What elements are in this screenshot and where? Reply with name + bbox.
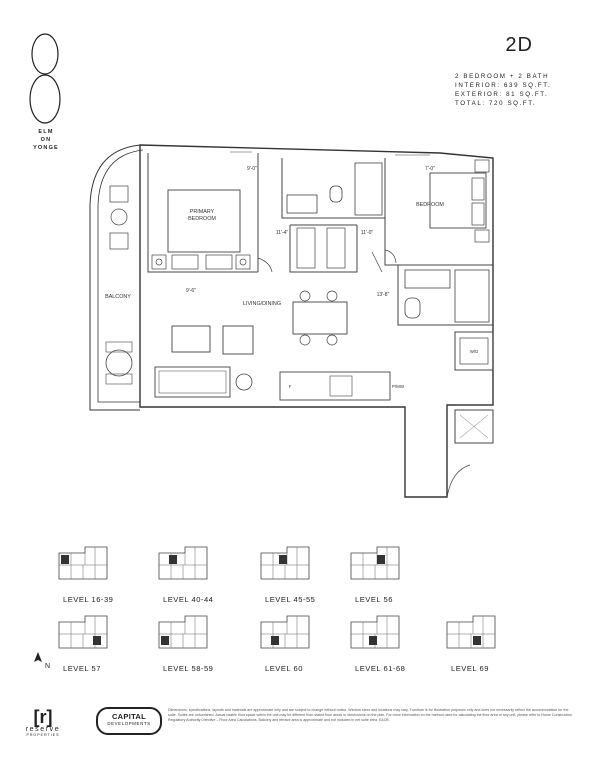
key-plan-1	[158, 546, 208, 580]
dim-closet-left: 11'-4"	[276, 230, 289, 236]
primary-bedroom-label-2: BEDROOM	[188, 216, 216, 222]
elm-on-yonge-logo-icon	[29, 33, 61, 124]
exterior-wall	[139, 144, 494, 498]
vanity-1	[286, 194, 318, 214]
key-plan-6	[260, 615, 310, 649]
brand-line-2: ON	[40, 137, 52, 143]
primary-bedroom-walls	[147, 153, 259, 273]
key-plan-5	[158, 615, 208, 649]
dining-table	[292, 301, 348, 335]
toilet-1	[329, 185, 343, 203]
closet2-walls	[454, 404, 494, 444]
key-plan-3	[350, 546, 400, 580]
kitchen-counter	[279, 371, 391, 401]
living-dining-label: LIVING/DINING	[243, 301, 281, 307]
brand-line-3: YONGE	[33, 145, 59, 151]
reserve-word: reserve	[25, 726, 61, 733]
level-label: LEVEL 40-44	[163, 595, 214, 604]
pmw-label: P/MW	[392, 384, 405, 389]
dim-bedroom: 7'-0"	[425, 166, 435, 172]
closet-walls	[289, 224, 358, 273]
floor-plan: PRIMARY BEDROOM BEDROOM W/D LIVING/DININ…	[89, 144, 494, 498]
brand-line-1: ELM	[38, 129, 54, 135]
north-arrow-icon: N	[33, 652, 50, 670]
level-label: LEVEL 61-68	[355, 664, 406, 673]
north-label: N	[44, 663, 51, 670]
disclaimer-text: Dimensions, specifications, layouts and …	[168, 708, 573, 723]
coffee-table	[171, 325, 211, 353]
key-plan-7	[350, 615, 400, 649]
dim-bath: 13'-8"	[377, 292, 390, 298]
tub	[454, 269, 490, 323]
key-plan-2	[260, 546, 310, 580]
toilet-2	[404, 297, 421, 319]
level-label: LEVEL 57	[63, 664, 101, 673]
vanity-2	[404, 269, 451, 289]
primary-bed	[167, 189, 241, 253]
reserve-logo: [r] reserve PROPERTIES	[20, 708, 66, 737]
unit-interior: INTERIOR: 639 SQ.FT.	[455, 82, 552, 89]
capital-line-2: DEVELOPMENTS	[107, 721, 151, 726]
balcony-label: BALCONY	[105, 294, 131, 300]
reserve-bracket: [r]	[33, 707, 53, 727]
key-plan-8	[446, 615, 496, 649]
dim-closet-right: 11'-0"	[361, 230, 374, 236]
washer-dryer-label: W/D	[470, 349, 479, 354]
balcony-outline	[89, 144, 141, 411]
primary-bedroom-label-1: PRIMARY	[190, 209, 215, 215]
key-plan-0	[58, 546, 108, 580]
bath1-walls	[281, 158, 386, 219]
capital-logo: CAPITAL DEVELOPMENTS	[96, 707, 162, 735]
reserve-sub: PROPERTIES	[26, 733, 60, 737]
sofa	[154, 366, 231, 398]
bedroom-label: BEDROOM	[416, 202, 444, 208]
side-table	[235, 373, 253, 391]
unit-code: 2D	[505, 34, 533, 56]
level-label: LEVEL 56	[355, 595, 393, 604]
shower-1	[354, 162, 383, 216]
key-plan-4	[58, 615, 108, 649]
unit-type: 2 BEDROOM + 2 BATH	[455, 73, 550, 80]
level-label: LEVEL 58-59	[163, 664, 214, 673]
dim-primary: 9'-6"	[186, 288, 196, 294]
level-label: LEVEL 45-55	[265, 595, 316, 604]
secondary-bed	[429, 172, 487, 229]
fridge-label: F	[289, 384, 292, 389]
level-label: LEVEL 16-39	[63, 595, 114, 604]
level-label: LEVEL 60	[265, 664, 303, 673]
dim-top: 9'-0"	[247, 166, 257, 172]
laundry-walls	[454, 331, 494, 371]
bedroom-walls	[384, 160, 493, 266]
level-label: LEVEL 69	[451, 664, 489, 673]
unit-total: TOTAL: 720 SQ.FT.	[455, 100, 537, 107]
bath2-walls	[397, 265, 493, 326]
capital-line-1: CAPITAL	[111, 712, 147, 721]
unit-exterior: EXTERIOR: 81 SQ.FT.	[455, 91, 549, 98]
armchair	[222, 325, 254, 355]
